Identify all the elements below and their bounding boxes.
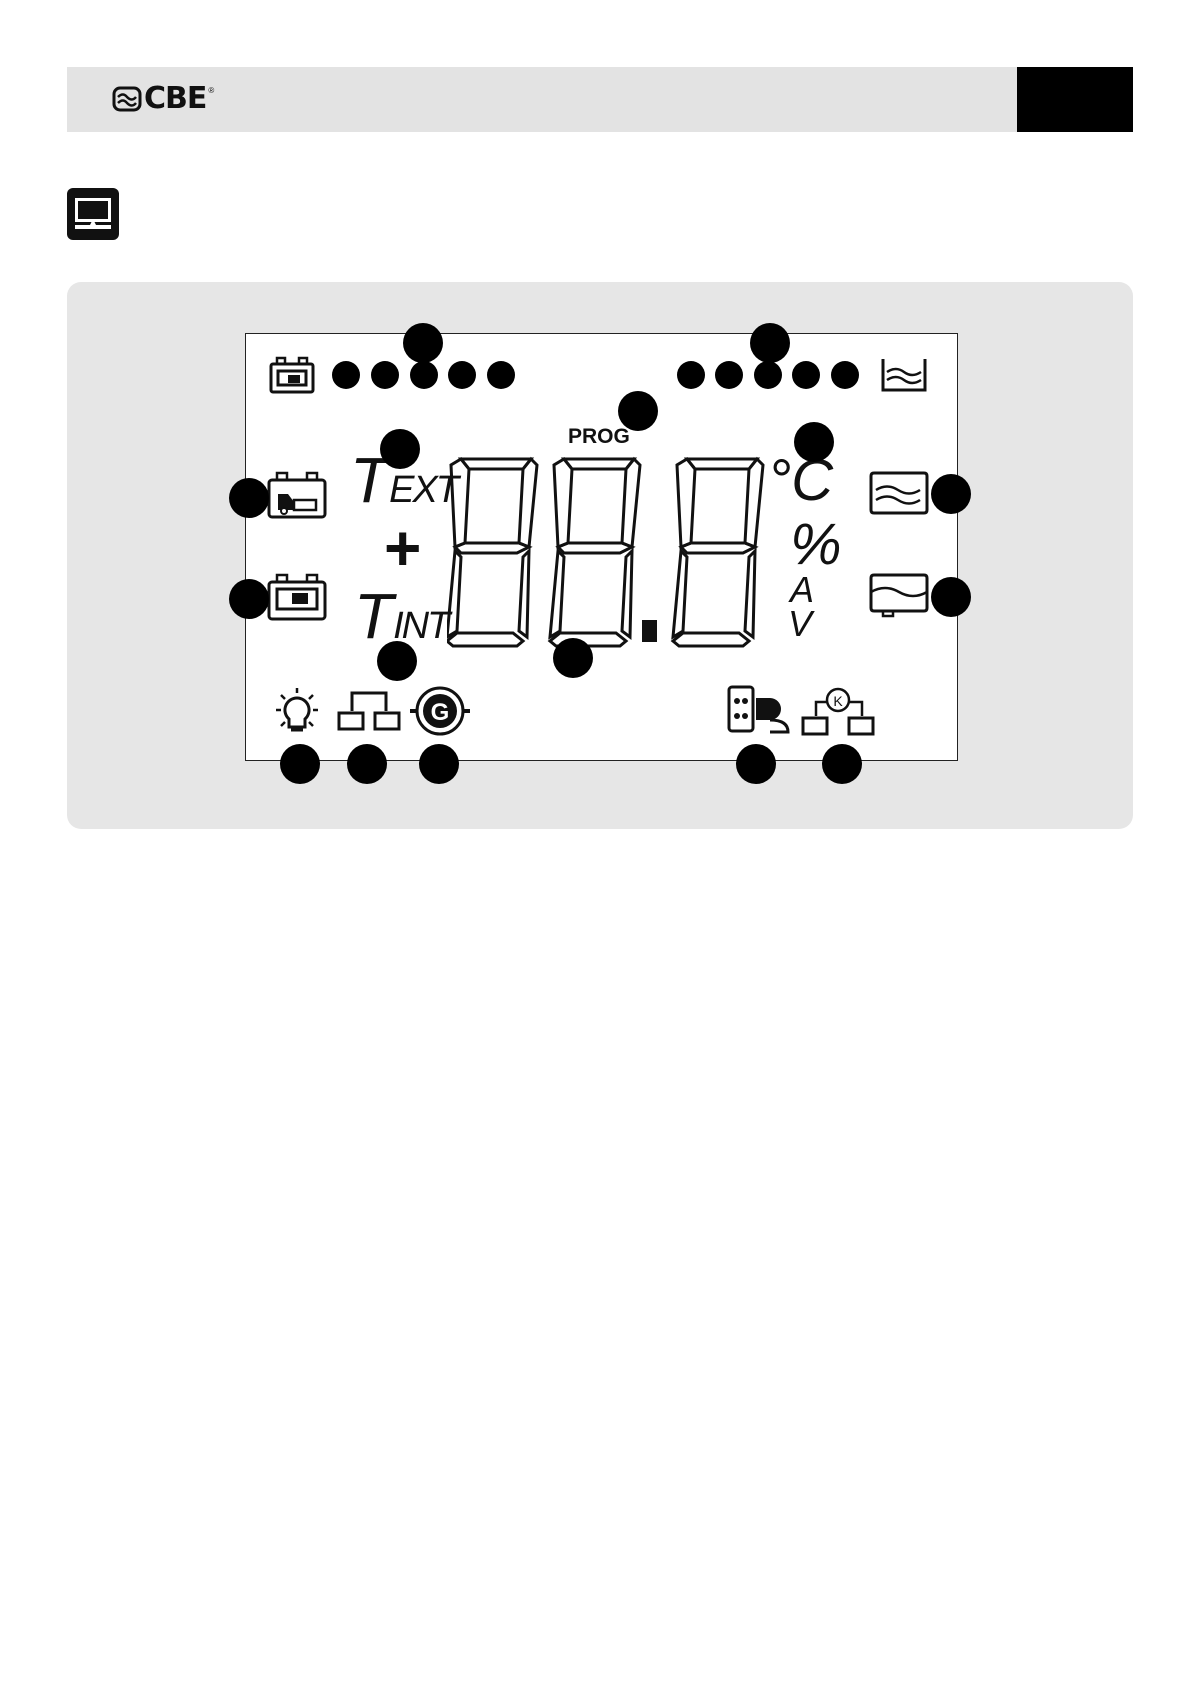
- mains-plug-icon: [726, 684, 794, 738]
- callout-marker: [822, 744, 862, 784]
- callout-marker: [553, 638, 593, 678]
- callout-marker: [794, 422, 834, 462]
- registered-mark: ®: [208, 86, 214, 95]
- battery-leisure-icon: [266, 572, 328, 622]
- digit-1: [447, 459, 537, 646]
- callout-marker: [229, 579, 269, 619]
- level-dot: [332, 361, 360, 389]
- plus-sign: +: [384, 516, 421, 580]
- level-dot: [371, 361, 399, 389]
- level-dot: [831, 361, 859, 389]
- level-dot: [410, 361, 438, 389]
- callout-marker: [280, 744, 320, 784]
- callout-marker: [419, 744, 459, 784]
- unit-percent: %: [790, 516, 842, 574]
- fresh-water-tank-icon: [880, 356, 928, 394]
- level-dot: [754, 361, 782, 389]
- light-bulb-icon: [270, 686, 324, 740]
- seven-segment-readout: [447, 455, 774, 650]
- level-dot: [715, 361, 743, 389]
- callout-marker: [347, 744, 387, 784]
- brand-logo: CBE ®: [112, 84, 214, 114]
- header-black-tab: [1017, 67, 1133, 132]
- cbe-logo-icon: [112, 85, 142, 113]
- fresh-water-tank-icon: [868, 470, 930, 516]
- battery-leisure-icon: [268, 356, 316, 394]
- grey-water-tank-icon: [868, 572, 930, 618]
- battery-charger-icon: K: [800, 684, 876, 738]
- callout-marker: [229, 478, 269, 518]
- digit-2: [550, 459, 640, 646]
- level-dot: [487, 361, 515, 389]
- callout-marker: [750, 323, 790, 363]
- svg-text:K: K: [833, 693, 843, 709]
- decimal-point: [642, 620, 657, 642]
- generator-icon: G: [406, 684, 474, 738]
- digit-3: [673, 459, 763, 646]
- callout-marker: [377, 641, 417, 681]
- callout-marker: [618, 391, 658, 431]
- svg-text:G: G: [431, 699, 450, 726]
- text-int-label: TINT: [354, 584, 448, 648]
- unit-volt: V: [788, 606, 812, 642]
- battery-engine-icon: [266, 470, 328, 520]
- callout-marker: [736, 744, 776, 784]
- level-dot: [677, 361, 705, 389]
- callout-marker: [380, 429, 420, 469]
- callout-marker: [931, 577, 971, 617]
- header-bar: [67, 67, 1133, 132]
- callout-marker: [931, 474, 971, 514]
- level-dot: [792, 361, 820, 389]
- prog-label: PROG: [568, 426, 630, 448]
- level-dot: [448, 361, 476, 389]
- presentation-icon: [67, 188, 119, 240]
- unit-celsius: °C: [768, 452, 833, 510]
- brand-name: CBE: [144, 84, 206, 114]
- battery-link-icon: [336, 687, 402, 733]
- callout-marker: [403, 323, 443, 363]
